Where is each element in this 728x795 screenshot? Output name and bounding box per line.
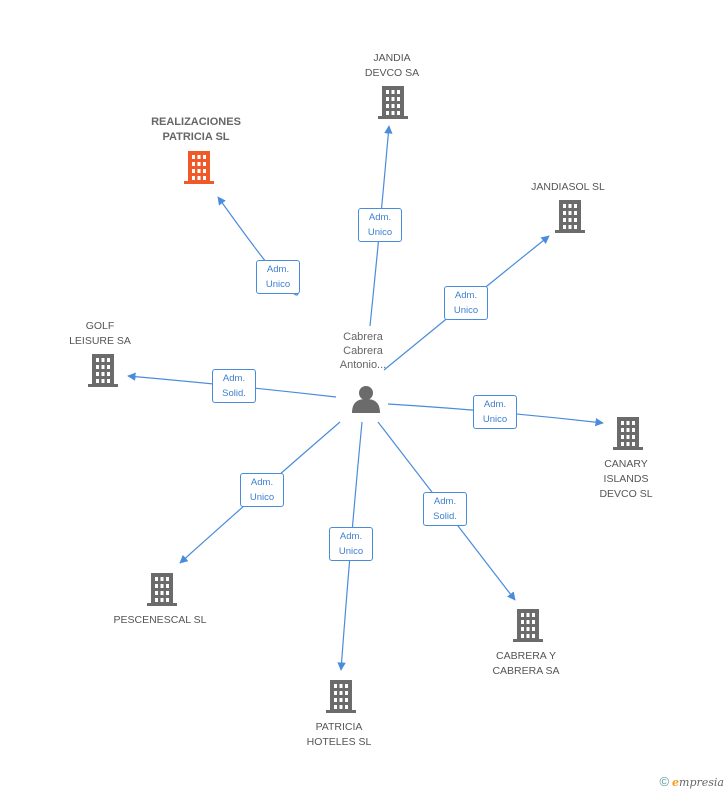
role-badge-jandia: Adm. Unico xyxy=(358,208,402,242)
company-label-cabrera[interactable]: CABRERA Y CABRERA SA xyxy=(492,650,560,677)
building-icon-cabrera[interactable] xyxy=(513,609,543,642)
building-icon-jandiasol[interactable] xyxy=(555,200,585,233)
brand-logo-initial: e xyxy=(672,776,680,789)
company-label-realizaciones[interactable]: REALIZACIONES PATRICIA SL xyxy=(151,116,241,143)
company-label-canary[interactable]: CANARY ISLANDS DEVCO SL xyxy=(599,458,653,500)
building-icon-patricia[interactable] xyxy=(326,680,356,713)
building-icon-realizaciones[interactable] xyxy=(184,151,214,184)
role-badge-realizaciones: Adm. Unico xyxy=(256,260,300,294)
company-label-jandiasol[interactable]: JANDIASOL SL xyxy=(531,181,605,193)
footer: ©empresia xyxy=(659,774,724,789)
company-label-pescenescal[interactable]: PESCENESCAL SL xyxy=(113,614,207,626)
role-badge-cabrera: Adm. Solid. xyxy=(423,492,467,526)
copyright-symbol: © xyxy=(659,774,670,789)
center-person-label[interactable]: Cabrera Cabrera Antonio... xyxy=(339,331,387,371)
building-icon-pescenescal[interactable] xyxy=(147,573,177,606)
brand-logo: mpresia xyxy=(679,776,724,789)
building-icon-golf[interactable] xyxy=(88,354,118,387)
role-badge-canary: Adm. Unico xyxy=(473,395,517,429)
role-badge-golf: Adm. Solid. xyxy=(212,369,256,403)
role-badge-pescenescal: Adm. Unico xyxy=(240,473,284,507)
company-label-golf[interactable]: GOLF LEISURE SA xyxy=(69,320,131,347)
role-badge-jandiasol: Adm. Unico xyxy=(444,286,488,320)
person-icon[interactable] xyxy=(352,386,380,413)
company-label-patricia[interactable]: PATRICIA HOTELES SL xyxy=(306,721,372,748)
building-icon-jandia[interactable] xyxy=(378,86,408,119)
role-badge-patricia: Adm. Unico xyxy=(329,527,373,561)
company-label-jandia[interactable]: JANDIA DEVCO SA xyxy=(364,52,420,79)
building-icon-canary[interactable] xyxy=(613,417,643,450)
